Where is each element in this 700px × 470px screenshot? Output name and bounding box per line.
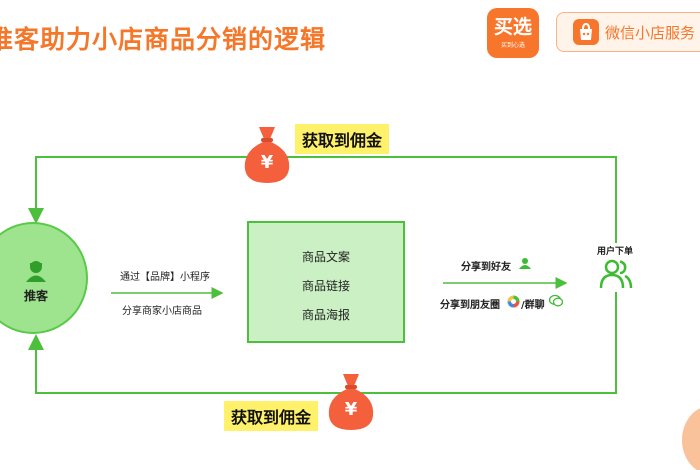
badge-text: 微信小店服务 bbox=[605, 24, 696, 42]
share-group-label: /群聊 bbox=[521, 300, 545, 311]
share-via-label: 通过【品牌】小程序 bbox=[120, 272, 210, 283]
chat-icon bbox=[549, 295, 563, 307]
top-loop-line bbox=[28, 156, 617, 243]
maixuan-logo: 买选 买到心选 bbox=[487, 8, 539, 58]
shopping-bag-icon bbox=[573, 19, 599, 45]
logo-text: 买选 bbox=[493, 16, 532, 38]
moments-icon bbox=[507, 295, 520, 308]
bottom-loop-line bbox=[28, 292, 617, 394]
moneybag-icon bbox=[328, 374, 374, 430]
user-order-label: 用户下单 bbox=[597, 247, 634, 257]
share-products-label: 分享商家小店商品 bbox=[122, 306, 202, 317]
money-symbol-top: ¥ bbox=[260, 152, 274, 173]
person-icon bbox=[26, 261, 46, 282]
moneybag-icon bbox=[244, 127, 290, 183]
top-reward-tag: 获取到佣金 bbox=[295, 124, 390, 154]
promoter-label: 推客 bbox=[23, 289, 48, 303]
wechat-store-badge: 微信小店服务 bbox=[556, 12, 700, 52]
box-item-link: 商品链接 bbox=[301, 279, 350, 293]
logo-subtext: 买到心选 bbox=[500, 42, 525, 49]
bottom-reward-tag: 获取到佣金 bbox=[224, 401, 319, 431]
box-item-copy: 商品文案 bbox=[301, 250, 350, 264]
decorative-shape bbox=[682, 408, 700, 470]
page-title: 推客助力小店商品分销的逻辑 bbox=[0, 25, 327, 54]
users-icon bbox=[599, 259, 633, 289]
content-box: 商品文案 商品链接 商品海报 bbox=[247, 221, 405, 343]
money-symbol-bottom: ¥ bbox=[344, 399, 358, 420]
share-moments-label: 分享到朋友圈 bbox=[440, 300, 500, 311]
friend-icon bbox=[519, 258, 531, 269]
share-friend-label: 分享到好友 bbox=[461, 262, 511, 273]
box-item-poster: 商品海报 bbox=[301, 308, 350, 322]
